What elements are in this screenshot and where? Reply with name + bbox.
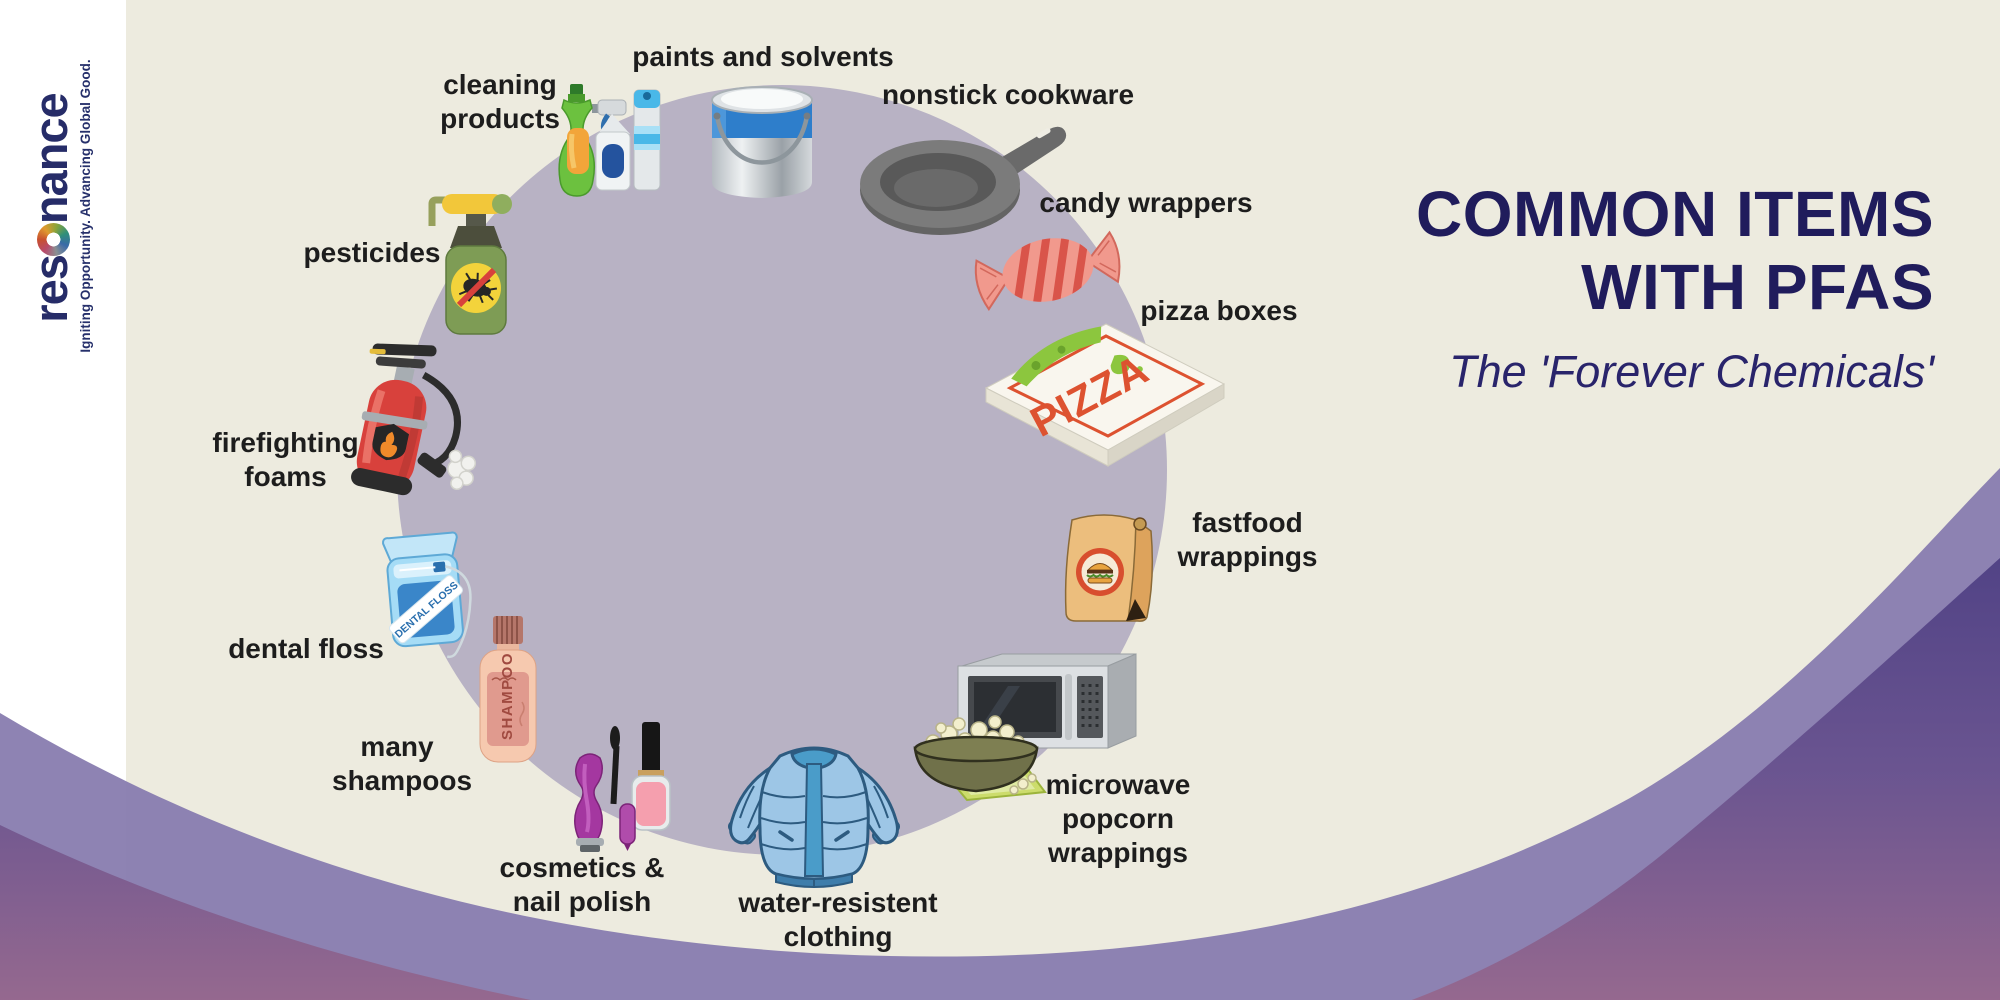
resonance-swirl-icon xyxy=(36,223,70,257)
firefighting-foams-label: firefighting foams xyxy=(212,427,359,493)
fastfood-wrappings-label: fastfood wrappings xyxy=(1177,507,1318,573)
dental-floss-label: dental floss xyxy=(228,633,384,664)
cleaning-products-label: cleaning products xyxy=(440,69,560,135)
page-title-line2: WITH PFAS xyxy=(1581,250,1934,323)
header: COMMON ITEMS WITH PFAS The 'Forever Chem… xyxy=(1314,178,1934,398)
center-circle xyxy=(397,85,1167,855)
many-shampoos-label: many shampoos xyxy=(332,731,473,797)
cosmetics-nail-polish-label: cosmetics & nail polish xyxy=(499,852,665,918)
microwave-popcorn-wrappings-label: microwave popcorn wrappings xyxy=(1045,769,1191,869)
resonance-logo: res nance xyxy=(22,28,78,388)
pizza-boxes-label: pizza boxes xyxy=(1140,295,1298,326)
logo-text-post: nance xyxy=(23,93,77,225)
paints-and-solvents-label: paints and solvents xyxy=(632,41,894,72)
logo-tagline: Igniting Opportunity. Advancing Global G… xyxy=(78,59,93,353)
page-subtitle: The 'Forever Chemicals' xyxy=(1449,345,1934,397)
logo-text-pre: res xyxy=(23,255,77,323)
water-resistent-clothing-label: water-resistent clothing xyxy=(738,887,938,953)
page-title-line1: COMMON ITEMS xyxy=(1416,178,1934,250)
nonstick-cookware-label: nonstick cookware xyxy=(881,79,1135,110)
pesticides-label: pesticides xyxy=(303,237,441,268)
